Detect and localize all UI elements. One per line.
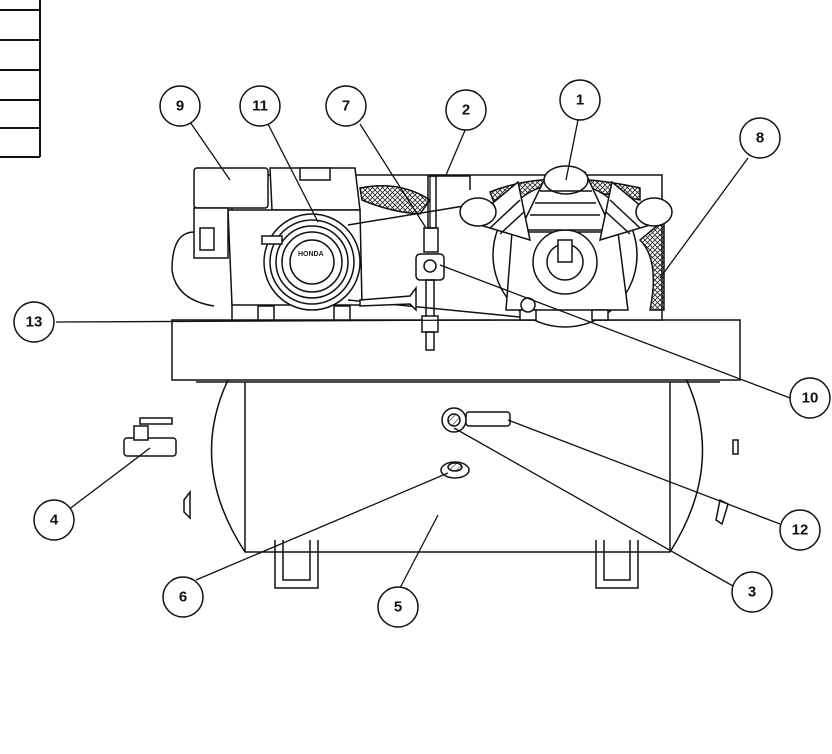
parts-table-fragment xyxy=(0,0,41,158)
callout-2: 2 xyxy=(445,89,487,131)
callout-4-label: 4 xyxy=(50,512,59,529)
callout-11: 11 xyxy=(239,85,281,127)
callout-1-label: 1 xyxy=(576,92,584,109)
compressor-pump xyxy=(459,165,673,328)
callouts: 1 2 3 4 5 6 7 8 xyxy=(13,79,831,628)
callout-11-label: 11 xyxy=(252,98,268,115)
drain-fitting xyxy=(440,461,470,479)
callout-13: 13 xyxy=(13,301,55,343)
callout-10-label: 10 xyxy=(802,390,819,407)
ball-valve xyxy=(123,417,177,457)
callout-12-label: 12 xyxy=(792,522,809,539)
callout-3: 3 xyxy=(731,571,773,613)
engine xyxy=(171,167,363,321)
callout-3-label: 3 xyxy=(748,584,756,601)
callout-1: 1 xyxy=(559,79,601,121)
air-tank xyxy=(183,349,739,553)
tank-feet xyxy=(274,540,639,589)
callout-6: 6 xyxy=(162,576,204,618)
callout-2-label: 2 xyxy=(462,102,470,119)
engine-brand: HONDA xyxy=(298,251,324,258)
callout-6-label: 6 xyxy=(179,589,187,606)
callout-8: 8 xyxy=(739,117,781,159)
callout-9: 9 xyxy=(159,85,201,127)
callout-7: 7 xyxy=(325,85,367,127)
callout-13-label: 13 xyxy=(26,314,43,331)
leader-lines xyxy=(55,119,791,591)
callout-8-label: 8 xyxy=(756,130,764,147)
callout-12: 12 xyxy=(779,509,821,551)
gauge-safety-valve xyxy=(441,407,511,433)
mounting-platform xyxy=(171,319,741,381)
callout-7-label: 7 xyxy=(342,98,350,115)
callout-5-label: 5 xyxy=(394,599,402,616)
callout-10: 10 xyxy=(789,377,831,419)
callout-4: 4 xyxy=(33,499,75,541)
callout-5: 5 xyxy=(377,586,419,628)
callout-9-label: 9 xyxy=(176,98,184,115)
